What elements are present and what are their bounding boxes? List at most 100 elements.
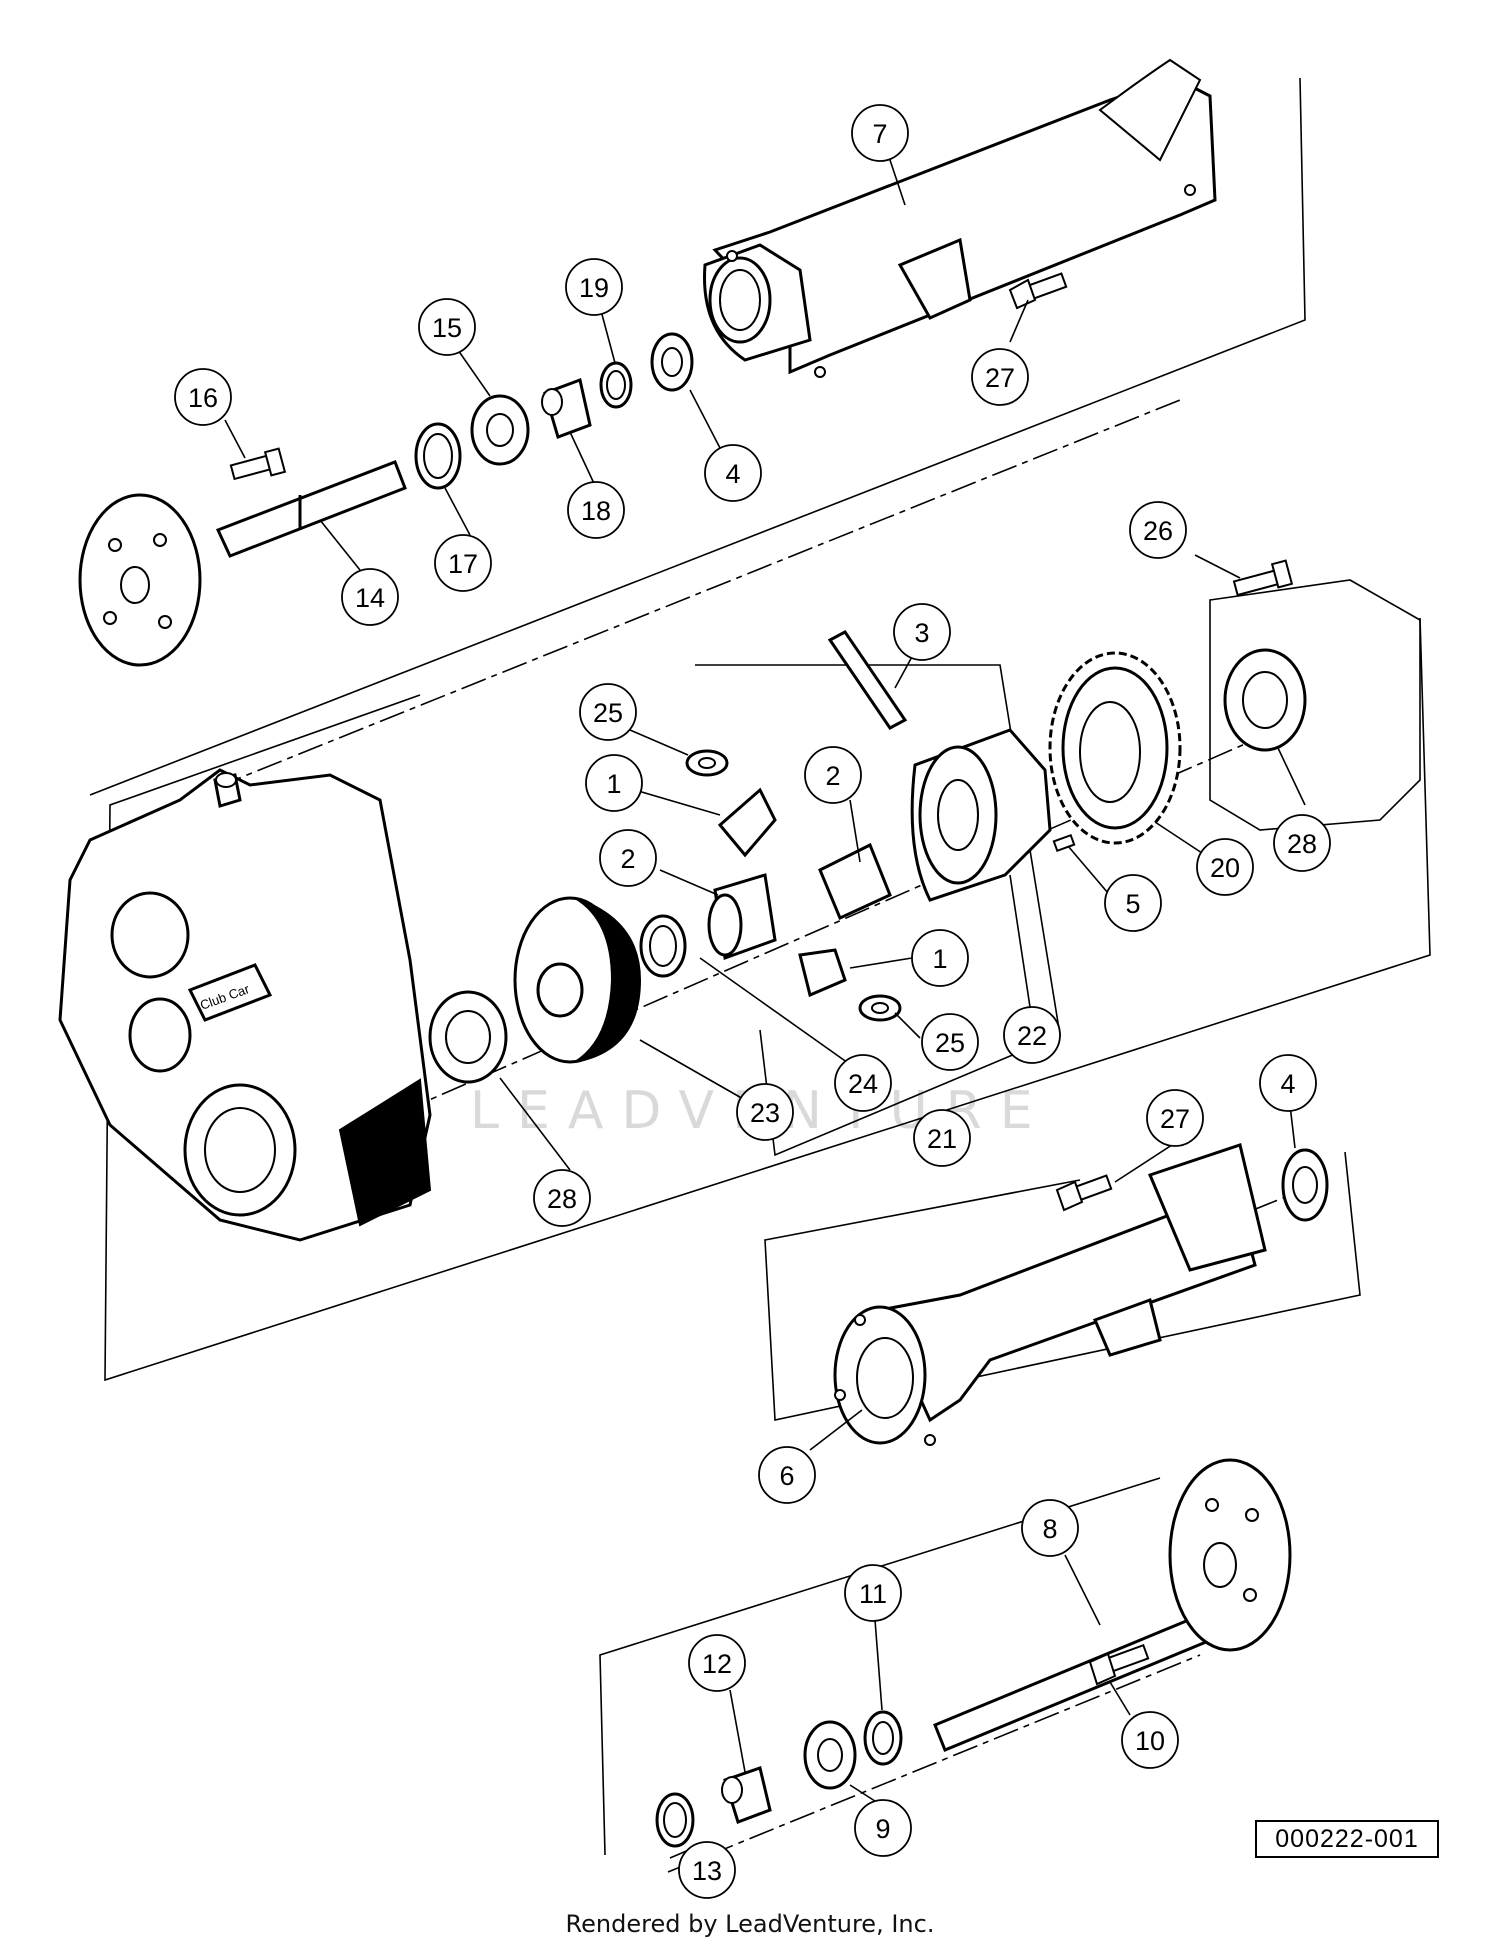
part-case-cover-outline — [1209, 579, 1421, 831]
svg-text:16: 16 — [188, 383, 218, 413]
part-side-gear-2-right — [818, 842, 892, 921]
svg-text:9: 9 — [875, 1814, 890, 1844]
callout-4-top: 4 — [704, 444, 762, 502]
svg-text:25: 25 — [593, 698, 623, 728]
part-bolt-top — [1008, 272, 1068, 310]
callout-10: 10 — [1121, 1711, 1179, 1769]
part-ring-11 — [863, 1710, 903, 1766]
svg-text:19: 19 — [579, 273, 609, 303]
callout-21: 21 — [913, 1109, 971, 1167]
bottom-centerline — [667, 1654, 1201, 1873]
svg-text:21: 21 — [927, 1124, 957, 1154]
top-group-bracket — [89, 77, 1306, 796]
svg-text:1: 1 — [606, 769, 621, 799]
svg-text:15: 15 — [432, 313, 462, 343]
part-washer-25-bottom — [858, 994, 902, 1022]
callout-13: 13 — [678, 1841, 736, 1899]
callout-6: 6 — [758, 1446, 816, 1504]
part-axle-tube-right — [833, 1143, 1267, 1446]
callout-12: 12 — [688, 1634, 746, 1692]
part-pin-3 — [827, 630, 908, 730]
part-washer-25-top — [685, 749, 729, 777]
part-thrust-washer-24 — [639, 914, 687, 978]
callout-20: 20 — [1196, 838, 1254, 896]
callout-14: 14 — [341, 568, 399, 626]
part-pinion-gear-1-bottom — [798, 948, 847, 998]
transaxle-bracket — [104, 617, 1431, 1382]
callout-7: 7 — [851, 104, 909, 162]
callout-1-bottom: 1 — [911, 929, 969, 987]
part-bearing-lower — [1281, 1148, 1329, 1222]
part-bolt-lower — [1055, 1174, 1113, 1212]
callout-4-lower: 4 — [1259, 1054, 1317, 1112]
callout-28-left: 28 — [533, 1169, 591, 1227]
svg-text:17: 17 — [448, 549, 478, 579]
bottom-group-bracket — [599, 1477, 1161, 1856]
part-axle-shaft-8 — [933, 1458, 1292, 1752]
svg-text:10: 10 — [1135, 1726, 1165, 1756]
callout-5: 5 — [1104, 874, 1162, 932]
svg-text:2: 2 — [825, 761, 840, 791]
callout-27-top: 27 — [971, 348, 1029, 406]
part-bearing-28-right — [1223, 648, 1307, 752]
svg-text:5: 5 — [1125, 889, 1140, 919]
part-spacer-12 — [721, 1766, 772, 1824]
callout-24: 24 — [834, 1054, 892, 1112]
callout-28-right: 28 — [1273, 814, 1331, 872]
part-bolt-10 — [1088, 1643, 1150, 1686]
lower-tube-bracket — [764, 1151, 1361, 1421]
part-differential-case-23 — [513, 896, 642, 1064]
svg-text:26: 26 — [1143, 516, 1173, 546]
callout-27-lower: 27 — [1146, 1089, 1204, 1147]
part-pinion-gear-1-top — [717, 787, 777, 858]
callout-25-top: 25 — [579, 683, 637, 741]
svg-text:11: 11 — [859, 1579, 887, 1609]
part-spacer-18 — [541, 377, 592, 439]
part-transaxle-case: Club Car — [58, 768, 432, 1242]
part-axle-tube-left — [703, 58, 1217, 378]
callout-1-top: 1 — [585, 754, 643, 812]
svg-text:13: 13 — [692, 1856, 722, 1886]
callout-19: 19 — [565, 258, 623, 316]
callout-15: 15 — [418, 298, 476, 356]
part-side-gear-2-left — [707, 873, 777, 961]
svg-text:28: 28 — [547, 1184, 577, 1214]
svg-text:23: 23 — [750, 1098, 780, 1128]
part-ring-17 — [414, 422, 462, 490]
part-bolt-26 — [1232, 559, 1294, 597]
callout-3: 3 — [893, 603, 951, 661]
callout-25-bottom: 25 — [921, 1013, 979, 1071]
callout-2-right: 2 — [804, 746, 862, 804]
top-axle-centerline — [134, 399, 1181, 821]
svg-text:1: 1 — [932, 944, 947, 974]
part-ring-gear-20 — [1048, 651, 1182, 845]
svg-text:27: 27 — [985, 363, 1015, 393]
callout-11: 11 — [844, 1564, 902, 1622]
callout-23: 23 — [736, 1083, 794, 1141]
callout-9: 9 — [854, 1799, 912, 1857]
callout-2-left: 2 — [599, 829, 657, 887]
leader-lines — [224, 159, 1306, 1859]
svg-text:22: 22 — [1017, 1021, 1047, 1051]
svg-text:6: 6 — [779, 1461, 794, 1491]
svg-text:4: 4 — [725, 459, 740, 489]
part-bearing-top — [650, 332, 694, 392]
svg-text:20: 20 — [1210, 853, 1240, 883]
part-bearing-15 — [470, 394, 530, 466]
svg-text:4: 4 — [1280, 1069, 1295, 1099]
callout-26: 26 — [1129, 501, 1187, 559]
part-bearing-28-left — [428, 990, 508, 1084]
callout-22: 22 — [1003, 1006, 1061, 1064]
callout-8: 8 — [1021, 1499, 1079, 1557]
svg-text:18: 18 — [581, 496, 611, 526]
footer-credit: Rendered by LeadVenture, Inc. — [565, 1910, 935, 1938]
part-pin-5 — [1052, 833, 1076, 853]
part-ring-13 — [655, 1792, 695, 1848]
svg-text:27: 27 — [1160, 1104, 1190, 1134]
callout-16: 16 — [174, 368, 232, 426]
svg-text:7: 7 — [872, 119, 887, 149]
part-retaining-ring-19 — [599, 361, 633, 409]
svg-text:8: 8 — [1042, 1514, 1057, 1544]
part-bolt-16 — [229, 447, 287, 481]
